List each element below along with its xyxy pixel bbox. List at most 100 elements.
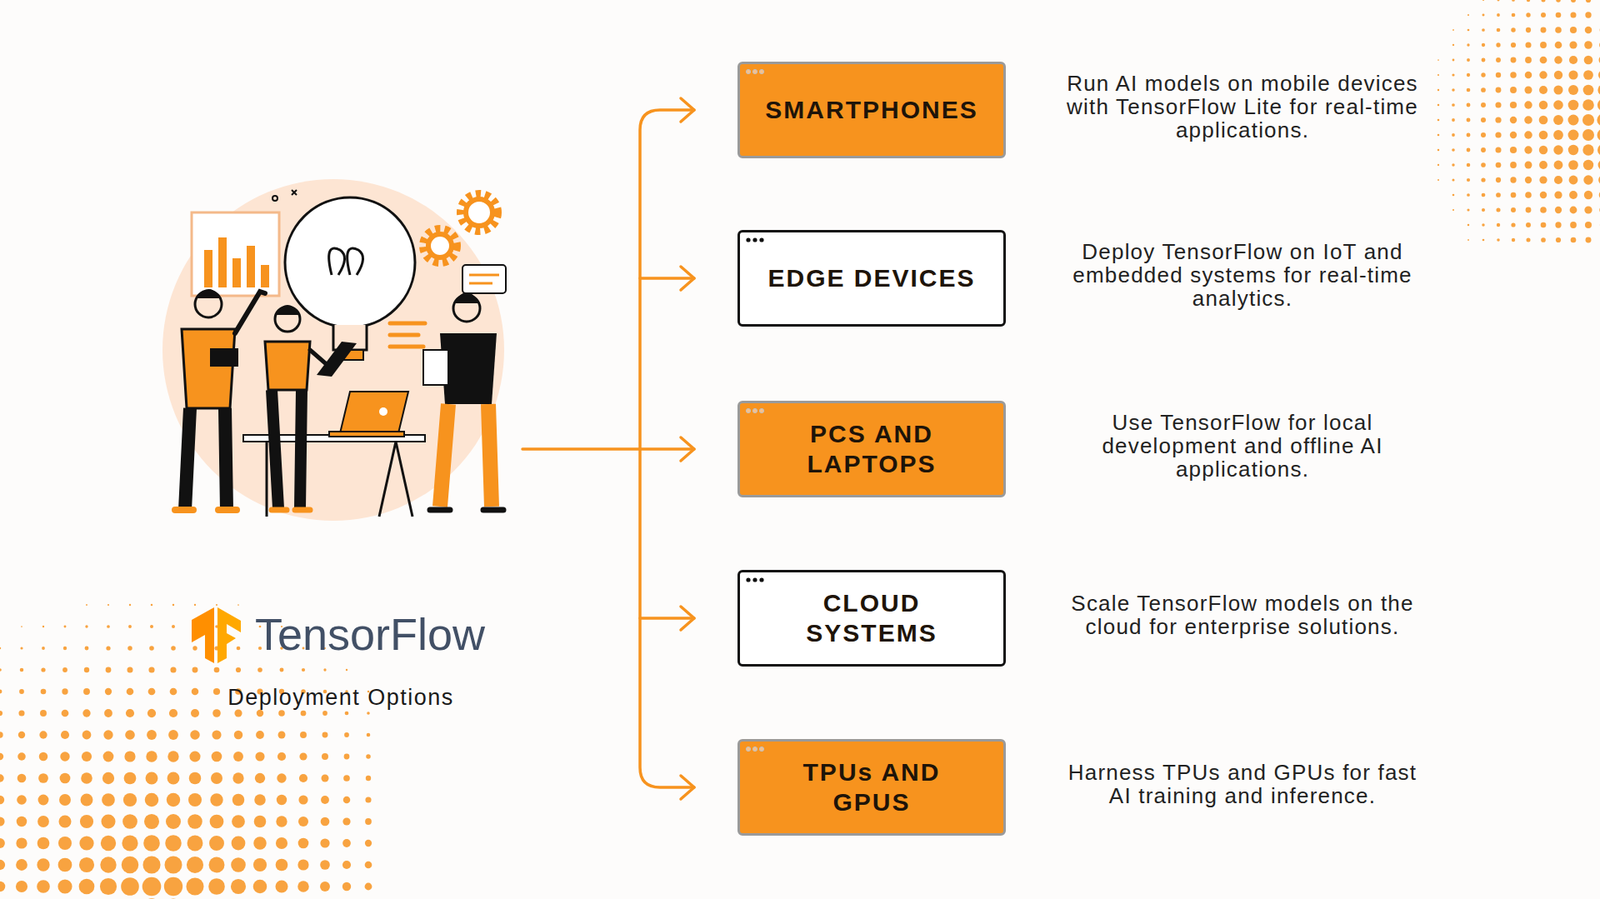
halftone-dot bbox=[236, 646, 241, 651]
halftone-dot bbox=[145, 772, 159, 785]
halftone-dot bbox=[1570, 26, 1577, 34]
halftone-dot bbox=[185, 877, 204, 895]
halftone-dot bbox=[103, 751, 115, 763]
halftone-dot bbox=[1599, 40, 1600, 50]
halftone-dot bbox=[1598, 70, 1600, 80]
halftone-dot bbox=[253, 880, 268, 895]
window-dot bbox=[752, 69, 757, 74]
halftone-dot bbox=[1553, 145, 1563, 155]
halftone-dot bbox=[1553, 100, 1564, 110]
platform-box: TPUs AND GPUS bbox=[737, 739, 1006, 836]
halftone-dot bbox=[1540, 191, 1547, 199]
halftone-dot bbox=[1568, 145, 1579, 155]
halftone-dot bbox=[121, 835, 138, 851]
halftone-dot bbox=[1553, 85, 1563, 95]
halftone-dot bbox=[1524, 145, 1532, 154]
halftone-dot bbox=[1510, 146, 1517, 154]
halftone-dot bbox=[1583, 70, 1594, 80]
halftone-dot bbox=[231, 815, 245, 829]
halftone-dot bbox=[1482, 0, 1485, 1]
halftone-dot bbox=[1540, 27, 1547, 34]
halftone-dot bbox=[107, 604, 110, 606]
halftone-dot bbox=[1496, 28, 1501, 33]
halftone-dot bbox=[345, 669, 348, 671]
halftone-dot bbox=[1553, 115, 1564, 125]
halftone-dot bbox=[345, 711, 350, 716]
halftone-dot bbox=[1437, 104, 1440, 107]
halftone-dot bbox=[1597, 129, 1600, 142]
halftone-dot bbox=[190, 730, 200, 740]
halftone-dot bbox=[321, 775, 330, 783]
halftone-dot bbox=[1481, 43, 1485, 47]
halftone-dot bbox=[124, 772, 137, 785]
halftone-dot bbox=[365, 883, 373, 891]
halftone-dot bbox=[1466, 88, 1471, 93]
halftone-dot bbox=[253, 836, 266, 850]
halftone-dot bbox=[0, 710, 3, 716]
halftone-dot bbox=[100, 835, 116, 851]
halftone-dot bbox=[85, 604, 88, 606]
halftone-dot bbox=[42, 625, 45, 628]
halftone-dot bbox=[343, 796, 351, 805]
halftone-dot bbox=[188, 793, 202, 807]
box-label: PCS AND LAPTOPS bbox=[771, 419, 972, 480]
halftone-dot bbox=[0, 668, 2, 672]
halftone-dot bbox=[164, 877, 183, 896]
halftone-dot bbox=[126, 666, 133, 673]
halftone-dot bbox=[85, 646, 90, 651]
halftone-dot bbox=[1437, 149, 1440, 151]
halftone-dot bbox=[1466, 163, 1471, 168]
halftone-dot bbox=[1524, 115, 1533, 125]
halftone-dot bbox=[101, 793, 115, 807]
window-dot bbox=[759, 69, 764, 74]
halftone-dot bbox=[1525, 12, 1530, 17]
halftone-dot bbox=[234, 709, 242, 717]
halftone-dot bbox=[237, 604, 240, 606]
halftone-dot bbox=[342, 817, 350, 825]
halftone-dot bbox=[1451, 103, 1455, 107]
halftone-dot bbox=[1467, 14, 1470, 16]
halftone-dot bbox=[1525, 27, 1531, 33]
halftone-dot bbox=[189, 750, 200, 762]
halftone-dot bbox=[145, 793, 159, 807]
halftone-dot bbox=[1525, 237, 1530, 242]
halftone-dot bbox=[276, 795, 287, 805]
halftone-dot bbox=[209, 857, 225, 874]
halftone-dot bbox=[298, 816, 309, 827]
halftone-dot bbox=[1466, 148, 1471, 153]
halftone-dot bbox=[37, 815, 50, 828]
halftone-dot bbox=[1570, 206, 1578, 215]
halftone-dot bbox=[40, 689, 47, 695]
halftone-dot bbox=[365, 861, 373, 870]
halftone-dot bbox=[277, 752, 286, 761]
halftone-dot bbox=[1467, 29, 1470, 32]
halftone-dot bbox=[1568, 100, 1580, 111]
halftone-dot bbox=[1495, 192, 1501, 198]
halftone-dot bbox=[297, 859, 309, 870]
halftone-dot bbox=[58, 858, 73, 873]
halftone-dot bbox=[0, 881, 5, 893]
arrow-head bbox=[680, 98, 695, 122]
halftone-dot bbox=[1524, 130, 1532, 139]
halftone-dot bbox=[1511, 0, 1515, 2]
halftone-dot bbox=[1583, 85, 1595, 96]
halftone-dot bbox=[58, 815, 71, 828]
halftone-dot bbox=[1540, 56, 1548, 65]
halftone-dot bbox=[1495, 42, 1500, 47]
halftone-dot bbox=[0, 838, 5, 849]
halftone-dot bbox=[1582, 129, 1595, 141]
halftone-dot bbox=[1452, 44, 1455, 46]
halftone-dot bbox=[276, 773, 286, 783]
halftone-dot bbox=[187, 835, 204, 852]
halftone-dot bbox=[1495, 101, 1501, 108]
halftone-dot bbox=[0, 795, 5, 805]
halftone-dot bbox=[38, 795, 50, 806]
halftone-dot bbox=[232, 772, 244, 784]
halftone-dot bbox=[1437, 89, 1440, 91]
halftone-dot bbox=[41, 646, 45, 650]
halftone-dot bbox=[1510, 161, 1517, 169]
halftone-dot bbox=[1568, 85, 1579, 95]
halftone-dot bbox=[257, 667, 263, 673]
halftone-dot bbox=[1510, 207, 1516, 213]
halftone-dot bbox=[1496, 223, 1500, 227]
